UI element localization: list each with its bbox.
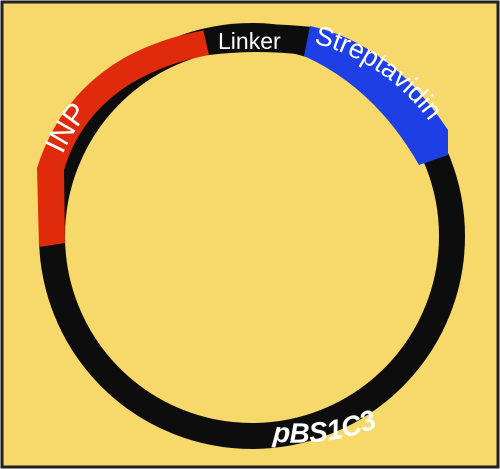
inp-segment: [37, 30, 209, 247]
linker-segment: [203, 24, 312, 55]
streptavidin-segment: [304, 26, 448, 165]
linker-label: Linker: [218, 28, 281, 54]
